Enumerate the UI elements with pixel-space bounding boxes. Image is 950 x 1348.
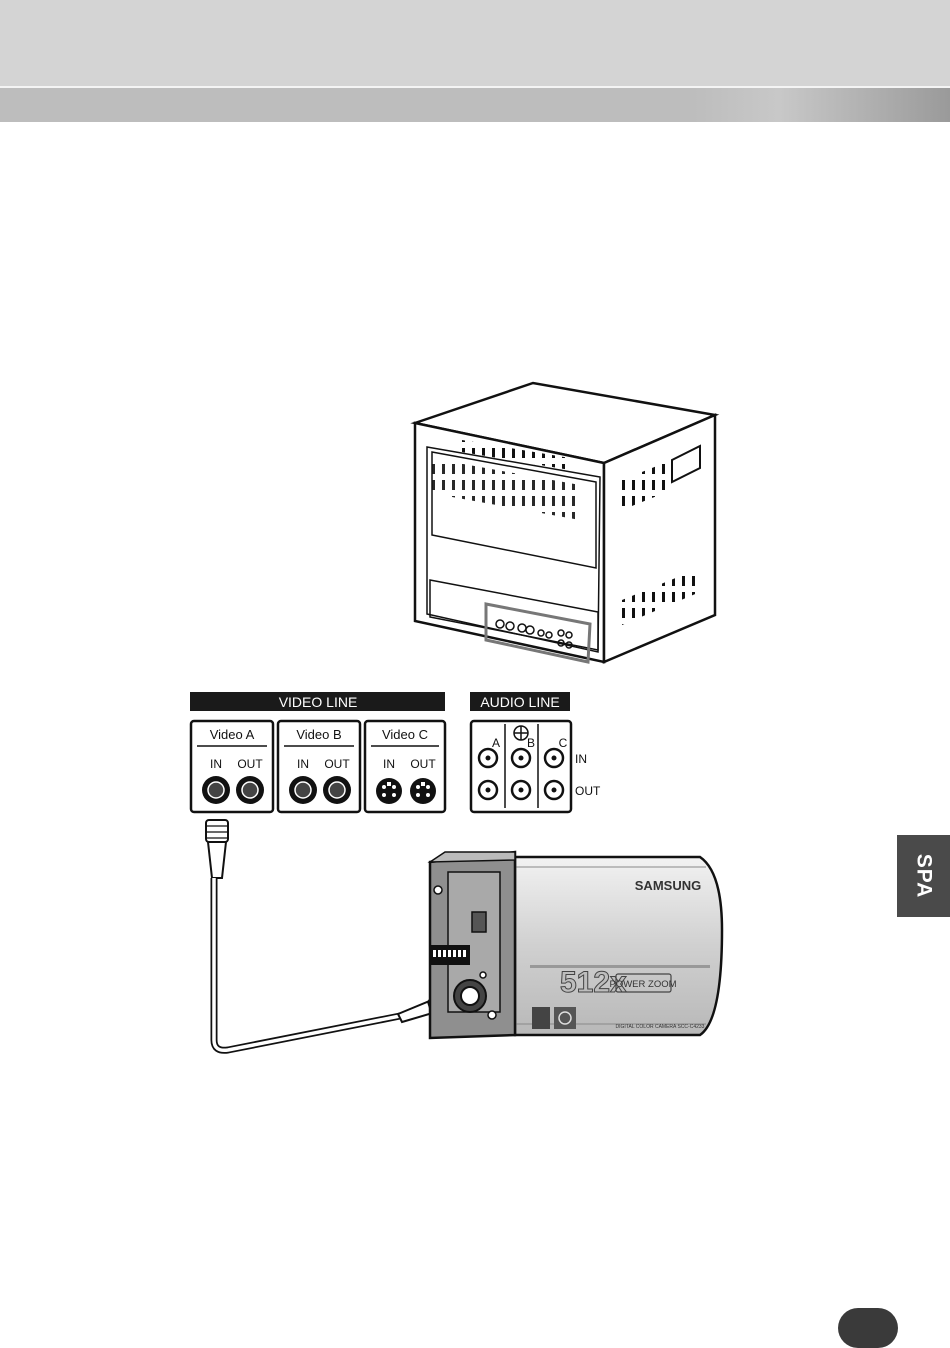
camera-badge <box>532 1007 550 1029</box>
monitor-illustration <box>415 383 715 662</box>
camera-brand: SAMSUNG <box>635 878 701 893</box>
video-b-in-label: IN <box>297 757 309 771</box>
bnc-cable <box>206 820 458 1050</box>
video-b-out-label: OUT <box>324 757 350 771</box>
ground-symbol-icon <box>514 726 528 740</box>
audio-line-title: AUDIO LINE <box>480 694 559 710</box>
audio-channel-b-label: B <box>527 736 535 750</box>
video-c-box: Video C IN OUT <box>365 721 445 812</box>
video-line-panel: VIDEO LINE Video A IN OUT Video B IN OUT <box>190 692 445 812</box>
audio-out-label: OUT <box>575 784 601 798</box>
language-tab: SPA <box>897 835 950 917</box>
video-b-box: Video B IN OUT <box>278 721 360 812</box>
video-line-title: VIDEO LINE <box>279 694 358 710</box>
camera-illustration: SAMSUNG 512x POWER ZOOM DIGITAL COLOR CA… <box>430 852 722 1038</box>
video-a-in-label: IN <box>210 757 222 771</box>
camera-zoom-label: POWER ZOOM <box>609 979 676 990</box>
audio-channel-a-label: A <box>492 736 500 750</box>
video-c-label: Video C <box>382 727 428 742</box>
video-c-out-svideo-jack <box>410 778 436 804</box>
audio-in-label: IN <box>575 752 587 766</box>
video-c-in-label: IN <box>383 757 395 771</box>
video-c-in-svideo-jack <box>376 778 402 804</box>
camera-badge-icon <box>554 1007 576 1029</box>
language-tab-label: SPA <box>912 854 936 899</box>
page-number-badge <box>838 1308 898 1348</box>
camera-model-text: DIGITAL COLOR CAMERA SCC-C4233 <box>616 1024 705 1030</box>
video-c-out-label: OUT <box>410 757 436 771</box>
video-a-out-label: OUT <box>237 757 263 771</box>
video-a-box: Video A IN OUT <box>191 721 273 812</box>
video-b-label: Video B <box>296 727 341 742</box>
video-a-label: Video A <box>210 727 255 742</box>
audio-channel-c-label: C <box>559 736 568 750</box>
audio-line-panel: AUDIO LINE A B C IN OUT <box>470 692 601 812</box>
